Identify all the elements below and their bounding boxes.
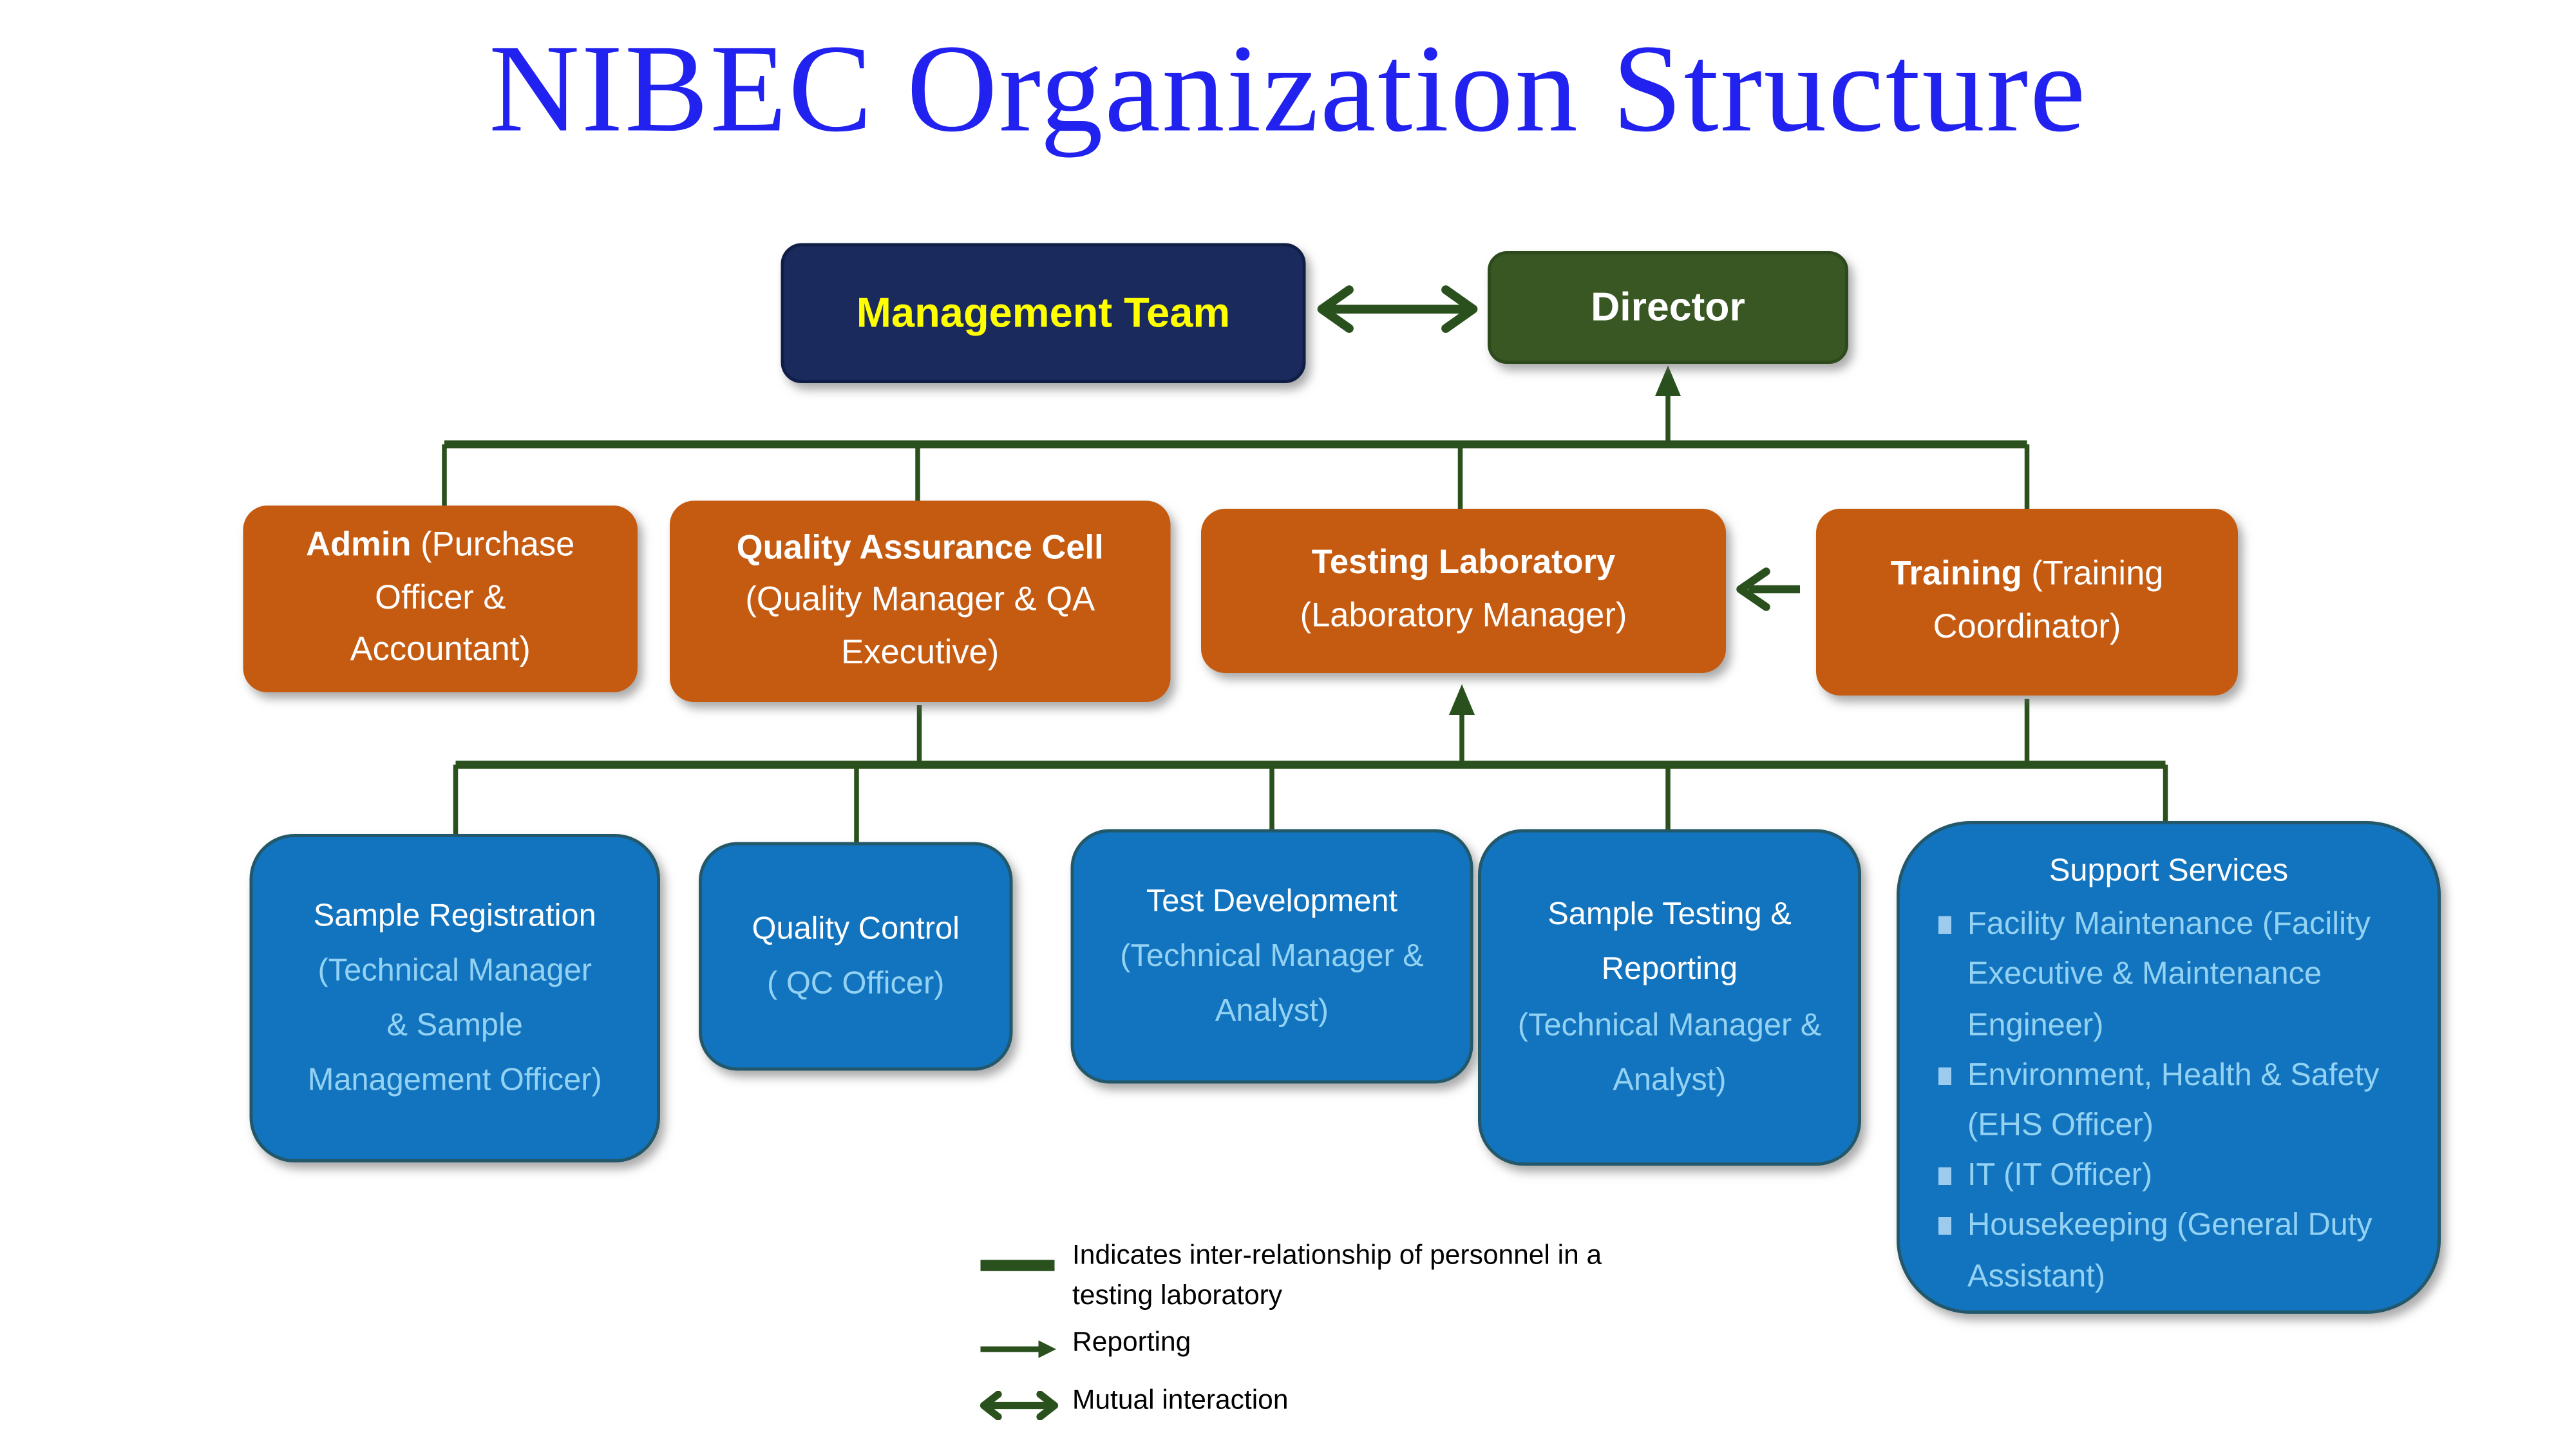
list-item: Housekeeping (General Duty Assistant) bbox=[1929, 1202, 2409, 1302]
support-item-label: Facility Maintenance (Facility Executive… bbox=[1967, 906, 2371, 1043]
support-item-label: Environment, Health & Safety (EHS Office… bbox=[1967, 1057, 2380, 1143]
legend-label-mutual: Mutual interaction bbox=[1072, 1384, 1289, 1416]
legend-row-reporting: Reporting bbox=[979, 1324, 1687, 1374]
testing-laboratory-label: Testing Laboratory (Laboratory Manager) bbox=[1229, 538, 1699, 643]
qa-label-rest: (Quality Manager & QA Executive) bbox=[745, 582, 1095, 671]
list-item: Facility Maintenance (Facility Executive… bbox=[1929, 900, 2409, 1051]
support-item-label: Housekeeping (General Duty Assistant) bbox=[1967, 1208, 2372, 1294]
quality-control-box: Quality Control ( QC Officer) bbox=[699, 842, 1013, 1071]
training-label-rest: (Training Coordinator) bbox=[1933, 556, 2164, 646]
support-services-title: Support Services bbox=[2049, 853, 2289, 889]
sample-registration-content: Sample Registration (Technical Manager &… bbox=[282, 888, 629, 1108]
training-box: Training (Training Coordinator) bbox=[1816, 509, 2238, 696]
legend-row-mutual: Mutual interaction bbox=[979, 1381, 1687, 1432]
testing-laboratory-box: Testing Laboratory (Laboratory Manager) bbox=[1201, 509, 1726, 673]
quality-control-sub: ( QC Officer) bbox=[767, 966, 945, 1001]
reporting-arrow-director-head bbox=[1655, 365, 1681, 396]
legend-line-icon bbox=[979, 1236, 1072, 1286]
training-label-bold: Training bbox=[1890, 556, 2022, 594]
support-item-label: IT (IT Officer) bbox=[1967, 1157, 2153, 1193]
testing-label-bold: Testing Laboratory bbox=[1311, 545, 1616, 582]
reporting-arrow-testing-head bbox=[1449, 684, 1475, 715]
training-label: Training (Training Coordinator) bbox=[1882, 550, 2172, 655]
qa-label-bold: Quality Assurance Cell bbox=[736, 529, 1104, 567]
management-team-label: Management Team bbox=[856, 288, 1231, 337]
support-services-list: Facility Maintenance (Facility Executive… bbox=[1929, 900, 2409, 1302]
sample-registration-sub: (Technical Manager & Sample Management O… bbox=[307, 952, 602, 1099]
support-services-box: Support Services Facility Maintenance (F… bbox=[1897, 821, 2441, 1314]
admin-label: Admin (Purchase Officer & Accountant) bbox=[297, 520, 583, 677]
sample-testing-reporting-sub: (Technical Manager & Analyst) bbox=[1517, 1007, 1822, 1098]
square-bullet-icon bbox=[1938, 1066, 1951, 1085]
testing-label-rest: (Laboratory Manager) bbox=[1300, 597, 1627, 635]
list-item: Environment, Health & Safety (EHS Office… bbox=[1929, 1051, 2409, 1151]
quality-assurance-cell-box: Quality Assurance Cell (Quality Manager … bbox=[670, 500, 1171, 702]
legend-label-reporting: Reporting bbox=[1072, 1327, 1191, 1358]
admin-box: Admin (Purchase Officer & Accountant) bbox=[243, 506, 638, 692]
page-title: NIBEC Organization Structure bbox=[489, 17, 2087, 158]
director-box: Director bbox=[1488, 251, 1848, 364]
training-to-testing-head bbox=[1736, 567, 1770, 611]
legend-double-arrow-icon bbox=[979, 1381, 1072, 1432]
square-bullet-icon bbox=[1938, 1217, 1951, 1236]
mutual-arrow-right-head bbox=[1441, 285, 1478, 333]
square-bullet-icon bbox=[1938, 1167, 1951, 1186]
legend: Indicates inter-relationship of personne… bbox=[979, 1236, 1687, 1440]
quality-control-title: Quality Control bbox=[752, 911, 960, 947]
sample-testing-reporting-content: Sample Testing & Reporting (Technical Ma… bbox=[1510, 887, 1829, 1107]
sample-testing-reporting-title: Sample Testing & Reporting bbox=[1548, 897, 1792, 988]
square-bullet-icon bbox=[1938, 916, 1951, 934]
legend-row-interrelationship: Indicates inter-relationship of personne… bbox=[979, 1236, 1687, 1316]
quality-control-content: Quality Control ( QC Officer) bbox=[702, 902, 1010, 1012]
test-development-content: Test Development (Technical Manager & An… bbox=[1101, 874, 1443, 1039]
admin-label-rest: (Purchase Officer & Accountant) bbox=[350, 526, 575, 669]
support-services-content: Support Services Facility Maintenance (F… bbox=[1900, 824, 2438, 1318]
sample-registration-title: Sample Registration bbox=[313, 898, 596, 934]
quality-assurance-cell-label: Quality Assurance Cell (Quality Manager … bbox=[709, 523, 1131, 680]
legend-arrow-icon bbox=[979, 1324, 1072, 1374]
test-development-sub: (Technical Manager & Analyst) bbox=[1120, 938, 1424, 1029]
mutual-arrow-left-head bbox=[1317, 285, 1354, 333]
test-development-title: Test Development bbox=[1146, 884, 1398, 920]
test-development-box: Test Development (Technical Manager & An… bbox=[1070, 829, 1473, 1084]
list-item: IT (IT Officer) bbox=[1929, 1151, 2409, 1202]
admin-label-bold: Admin bbox=[306, 526, 412, 564]
sample-registration-box: Sample Registration (Technical Manager &… bbox=[249, 834, 660, 1162]
director-label: Director bbox=[1591, 284, 1745, 330]
legend-label-interrelationship: Indicates inter-relationship of personne… bbox=[1072, 1240, 1602, 1311]
management-team-box: Management Team bbox=[781, 243, 1306, 383]
sample-testing-reporting-box: Sample Testing & Reporting (Technical Ma… bbox=[1478, 829, 1861, 1166]
